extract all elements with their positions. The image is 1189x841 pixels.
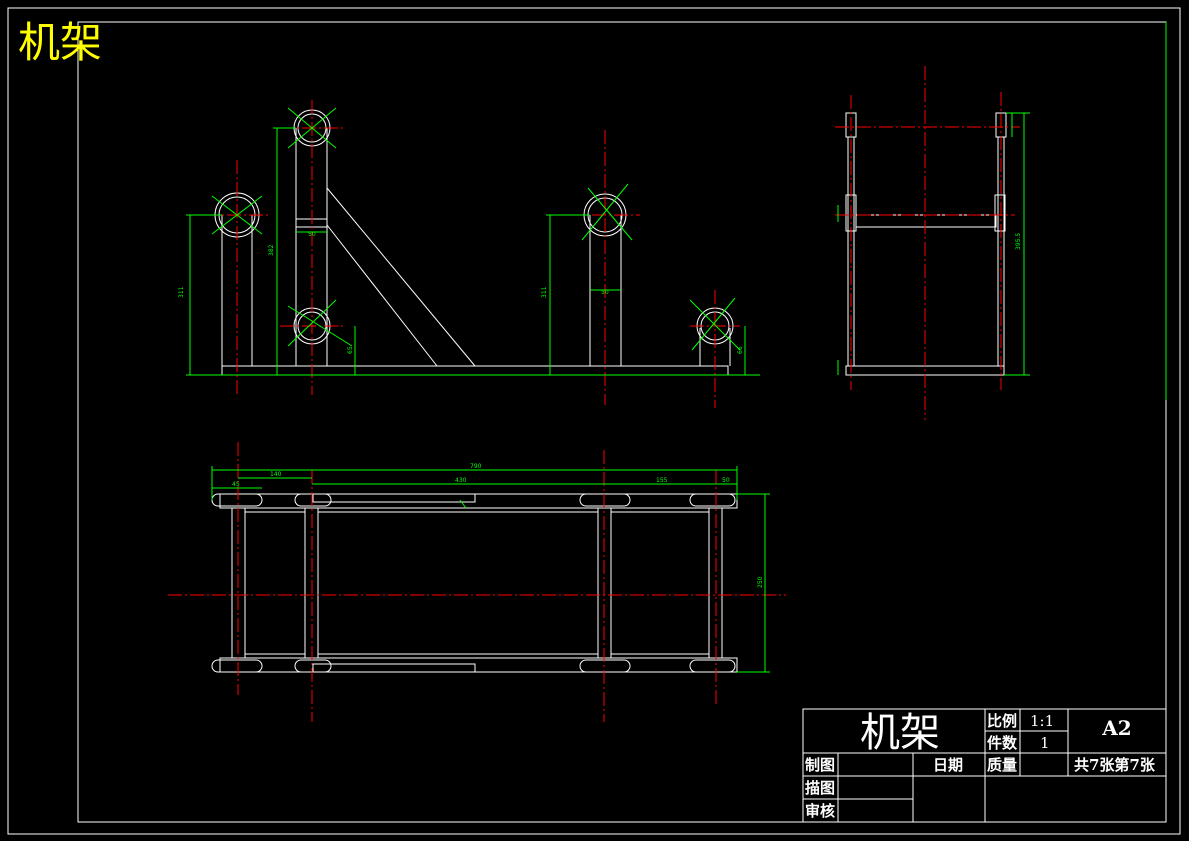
dim-top-seg-c: 430: [455, 477, 467, 484]
count-label: 件数: [987, 734, 1018, 752]
side-view: [845, 112, 1007, 376]
dim-top-seg-e: 50: [722, 477, 730, 484]
inner-border: [77, 21, 1167, 823]
side-centerlines: [835, 66, 1020, 420]
top-view: [211, 493, 738, 673]
side-dimensions: [837, 112, 1030, 376]
front-dimension-labels: 311 382 311 65 66 50 50: [178, 231, 744, 354]
outer-border: [7, 7, 1181, 835]
sheet-size: A2: [1102, 716, 1132, 740]
side-cross-bar: [855, 214, 997, 228]
dim-top-seg-b: 45: [232, 481, 240, 488]
front-view: [214, 109, 734, 376]
top-view-lower-bar: [219, 657, 738, 673]
dim-front-right-offset: 66: [737, 346, 744, 354]
dim-side-total-height: 395.5: [1015, 233, 1022, 250]
top-view-upper-bar: [219, 493, 738, 509]
scale-value: 1:1: [1030, 712, 1055, 730]
traced-label: 描图: [805, 779, 836, 797]
dim-front-post-width-a: 50: [308, 231, 316, 238]
date-label: 日期: [933, 756, 964, 774]
corner-title: 机架: [18, 18, 103, 67]
drawn-label: 制图: [805, 756, 836, 774]
dim-top-depth: 250: [757, 576, 764, 588]
count-value: 1: [1040, 734, 1050, 752]
dim-front-mid-height: 311: [541, 286, 548, 298]
front-brace: [326, 187, 476, 367]
dim-top-total-length: 790: [470, 463, 482, 470]
front-base-plate: [221, 365, 729, 376]
dim-front-tall-height: 382: [268, 244, 275, 256]
front-dimensions: [186, 107, 760, 376]
top-dimensions: [211, 466, 770, 673]
mass-label: 质量: [987, 756, 1018, 774]
title-block-grid: [802, 708, 1167, 823]
dim-top-seg-a: 140: [270, 471, 282, 478]
scale-label: 比例: [987, 712, 1018, 730]
top-dimension-labels: 790 140 45 430 155 50 250: [232, 463, 764, 588]
top-centerlines: [168, 442, 786, 722]
dim-front-post-width-b: 50: [601, 289, 609, 296]
title-block-name: 机架: [860, 710, 940, 756]
front-centerlines: [205, 100, 740, 408]
dim-front-left-height: 311: [178, 286, 185, 298]
dim-front-small-offset: 65: [347, 346, 354, 354]
sheet-info: 共7张第7张: [1074, 756, 1155, 774]
dim-top-seg-d: 155: [656, 477, 668, 484]
checked-label: 审核: [805, 802, 836, 820]
